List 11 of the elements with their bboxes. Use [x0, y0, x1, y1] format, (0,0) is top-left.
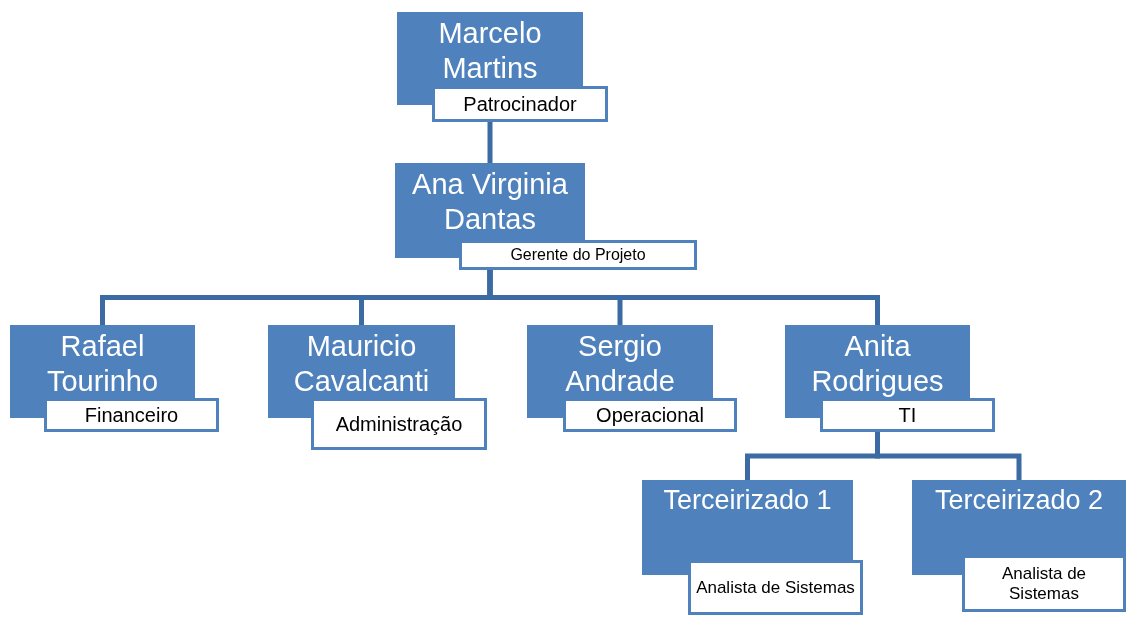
connector-line	[875, 432, 1022, 480]
connector-line	[487, 122, 493, 163]
role-label: Operacional	[563, 398, 737, 432]
role-label: Financeiro	[44, 398, 219, 432]
role-label: Administração	[311, 398, 487, 450]
role-label: TI	[820, 398, 995, 432]
role-label: Patrocinador	[432, 86, 608, 122]
connector-line	[487, 270, 880, 325]
role-label: Gerente do Projeto	[459, 240, 697, 270]
role-label: Analista de Sistemas	[688, 560, 863, 615]
role-label: Analista de Sistemas	[962, 555, 1126, 612]
